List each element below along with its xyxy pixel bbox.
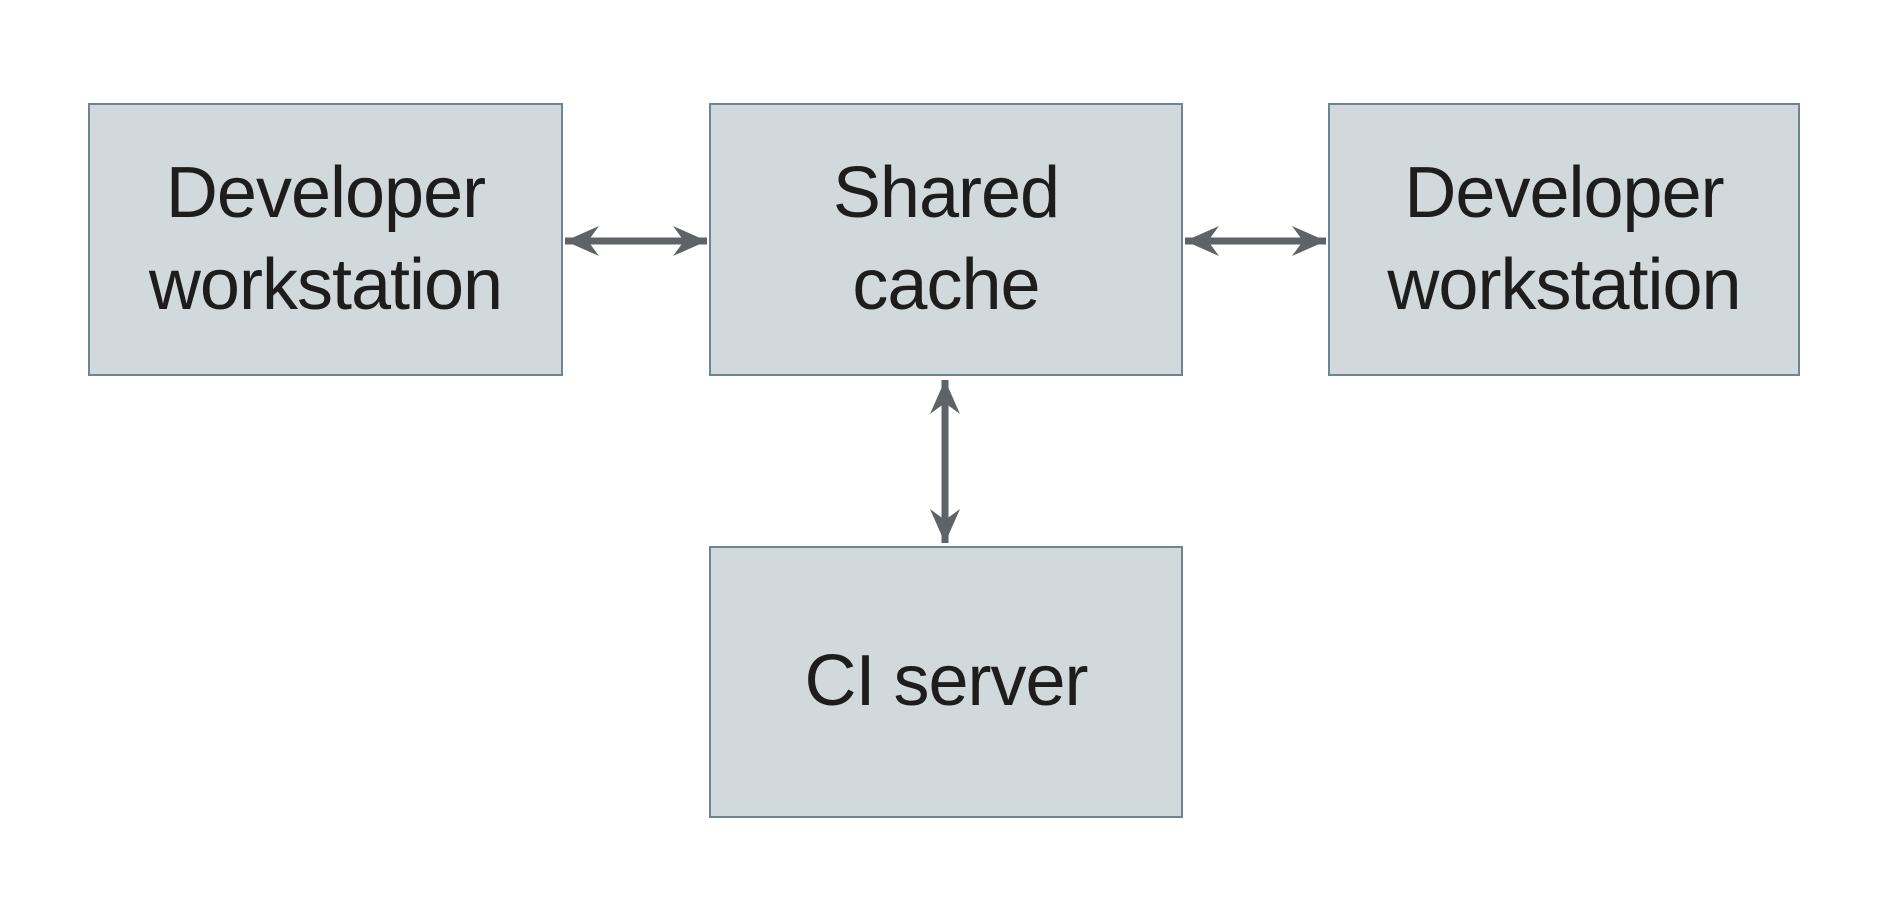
node-developer-workstation-right: Developer workstation <box>1328 103 1800 376</box>
node-shared-cache: Shared cache <box>709 103 1183 376</box>
node-label: CI server <box>804 641 1088 722</box>
node-label: Developer workstation <box>148 153 503 325</box>
node-label: Shared cache <box>832 153 1060 325</box>
node-ci-server: CI server <box>709 546 1183 818</box>
node-developer-workstation-left: Developer workstation <box>88 103 563 376</box>
node-label: Developer workstation <box>1387 153 1741 325</box>
